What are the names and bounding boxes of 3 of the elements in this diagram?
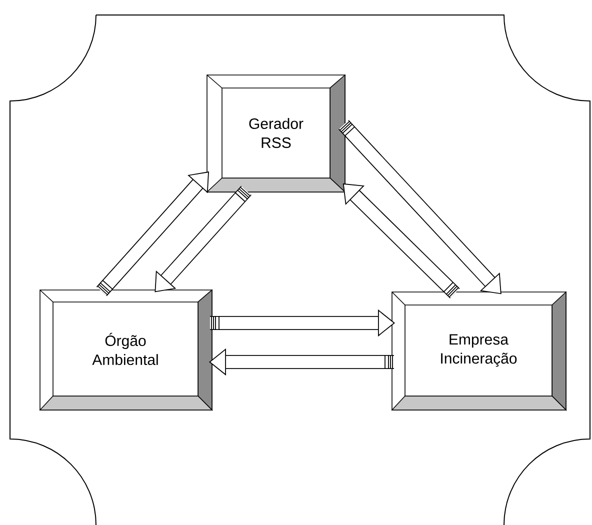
block-arrow	[338, 120, 502, 294]
block-arrow	[342, 183, 460, 298]
block-arrow	[154, 186, 252, 292]
